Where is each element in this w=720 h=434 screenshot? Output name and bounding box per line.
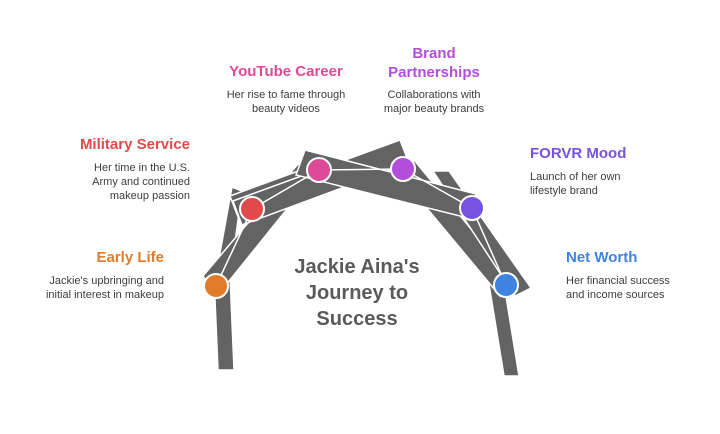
node-net-worth[interactable] xyxy=(493,272,519,298)
stage-early-life: Early Life Jackie's upbringing and initi… xyxy=(0,248,164,302)
stage-description: Collaborations with major beauty brands xyxy=(383,89,485,115)
connector-line xyxy=(215,208,253,287)
stage-description: Launch of her own lifestyle brand xyxy=(530,171,621,197)
stage-description: Her rise to fame through beauty videos xyxy=(226,89,346,115)
stage-net-worth: Net Worth Her financial success and inco… xyxy=(566,248,716,302)
stage-description: Her time in the U.S. Army and continued … xyxy=(92,162,190,202)
node-forvr-mood[interactable] xyxy=(459,195,485,221)
stage-title: Military Service xyxy=(79,136,190,153)
stage-military-service: Military Service Her time in the U.S. Ar… xyxy=(20,135,190,203)
node-brand-partnerships[interactable] xyxy=(390,156,416,182)
connector-line xyxy=(318,168,404,171)
stage-brand-partnerships: Brand Partnerships Collaborations with m… xyxy=(354,44,514,116)
stage-title: Early Life xyxy=(96,249,164,266)
connector-line xyxy=(471,207,507,286)
stage-title: Net Worth xyxy=(566,249,638,266)
stage-title: YouTube Career xyxy=(229,63,343,80)
node-early-life[interactable] xyxy=(203,273,229,299)
node-youtube-career[interactable] xyxy=(306,157,332,183)
stage-forvr-mood: FORVR Mood Launch of her own lifestyle b… xyxy=(530,144,700,198)
center-title: Jackie Aina's Journey to Success xyxy=(294,256,420,330)
node-military-service[interactable] xyxy=(239,196,265,222)
stage-description: Her financial success and income sources xyxy=(566,275,670,301)
stage-title: FORVR Mood xyxy=(530,145,627,162)
stage-nodes xyxy=(203,156,519,299)
stage-title: Brand Partnerships xyxy=(388,45,480,81)
stage-youtube-career: YouTube Career Her rise to fame through … xyxy=(206,62,366,116)
stage-description: Jackie's upbringing and initial interest… xyxy=(45,275,164,301)
connector-line xyxy=(402,168,473,209)
